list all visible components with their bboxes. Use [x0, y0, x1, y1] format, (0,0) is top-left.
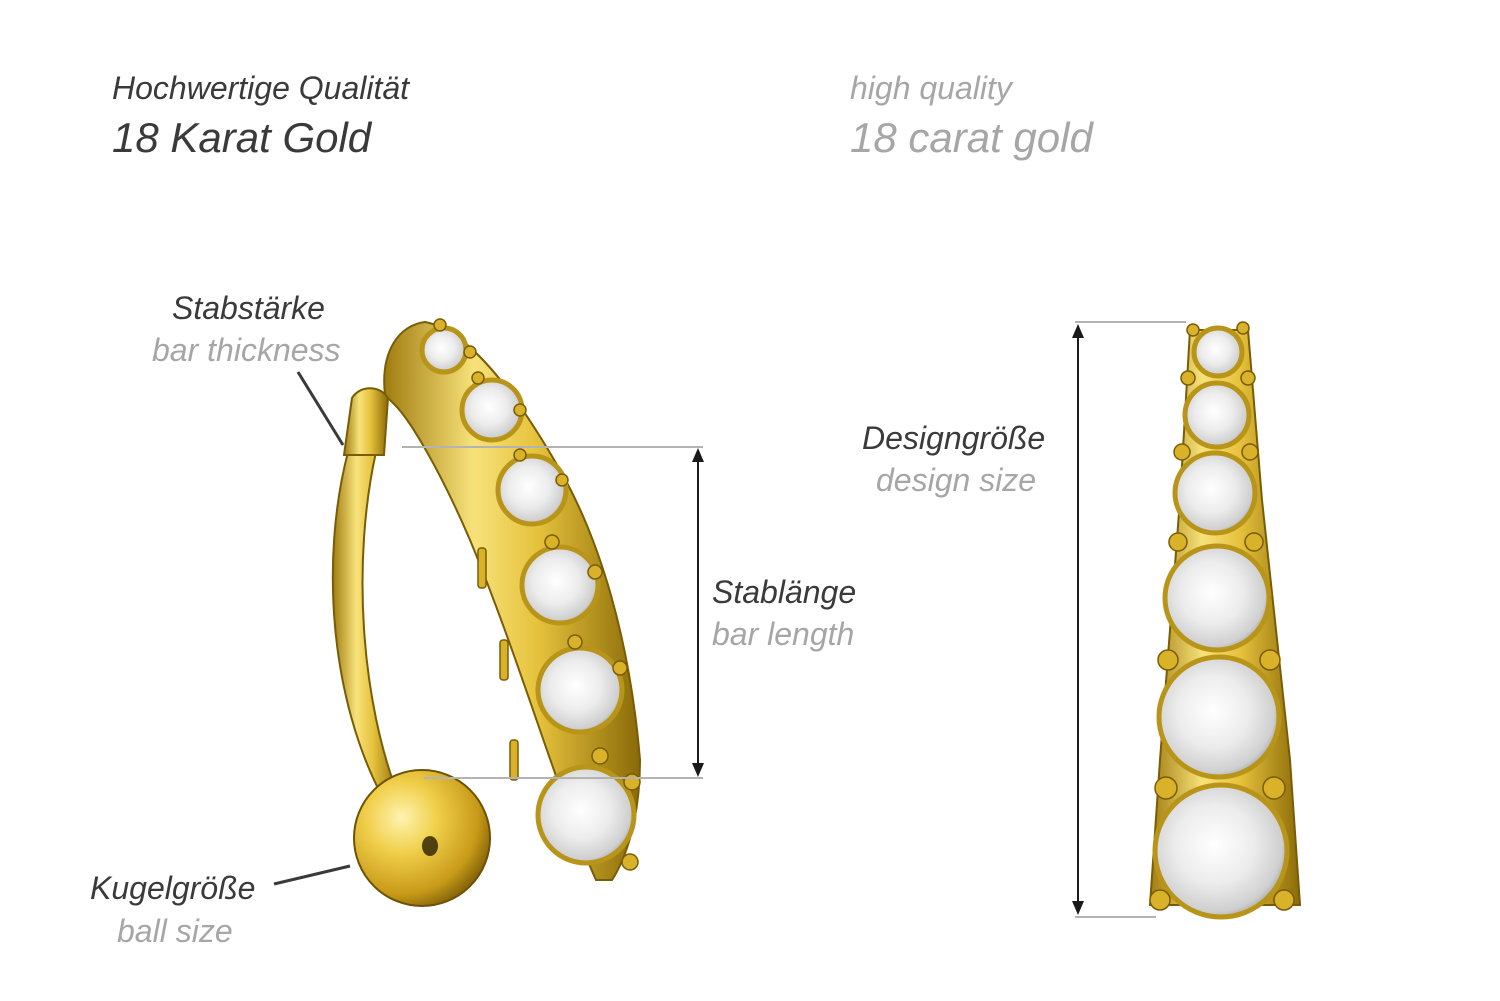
- side-stone: [459, 377, 525, 443]
- ball-highlight: [422, 836, 438, 856]
- front-stones: [1152, 325, 1290, 920]
- bar-length-arrow: [692, 448, 704, 777]
- header-title-en: high quality: [850, 70, 1012, 106]
- front-stone: [1156, 654, 1282, 780]
- label-bar-thickness-de: Stabstärke: [172, 290, 325, 326]
- design-size-arrow: [1072, 324, 1084, 915]
- side-stones: [419, 325, 637, 866]
- header-title-de: Hochwertige Qualität: [112, 70, 410, 106]
- front-prongs: [1149, 321, 1295, 911]
- bar-thickness-leader: [296, 371, 345, 446]
- header-subtitle-de: 18 Karat Gold: [112, 114, 372, 161]
- side-stone: [495, 453, 569, 527]
- hinge-cap: [342, 387, 390, 456]
- label-design-size-de: Designgröße: [862, 420, 1046, 456]
- ball-size-leader: [273, 864, 351, 886]
- label-bar-thickness-en: bar thickness: [152, 332, 341, 368]
- label-bar-length-de: Stablänge: [712, 574, 857, 610]
- front-stone: [1191, 325, 1245, 379]
- front-stone: [1182, 380, 1252, 450]
- curved-bar: [331, 451, 402, 801]
- side-stone: [535, 645, 625, 735]
- ball: [353, 769, 491, 907]
- side-stone: [419, 325, 469, 375]
- label-ball-size-en: ball size: [117, 913, 233, 949]
- label-bar-length-en: bar length: [712, 616, 855, 652]
- side-stone: [519, 544, 601, 626]
- side-prongs: [433, 318, 641, 871]
- front-stone: [1172, 450, 1258, 536]
- label-ball-size-de: Kugelgröße: [90, 870, 256, 906]
- side-view-piece: [331, 318, 642, 907]
- front-stone: [1162, 543, 1272, 653]
- label-design-size-en: design size: [876, 462, 1037, 498]
- front-view-piece: [1148, 321, 1302, 920]
- front-stone: [1152, 782, 1290, 920]
- header-subtitle-en: 18 carat gold: [850, 114, 1093, 161]
- side-stone: [535, 764, 637, 866]
